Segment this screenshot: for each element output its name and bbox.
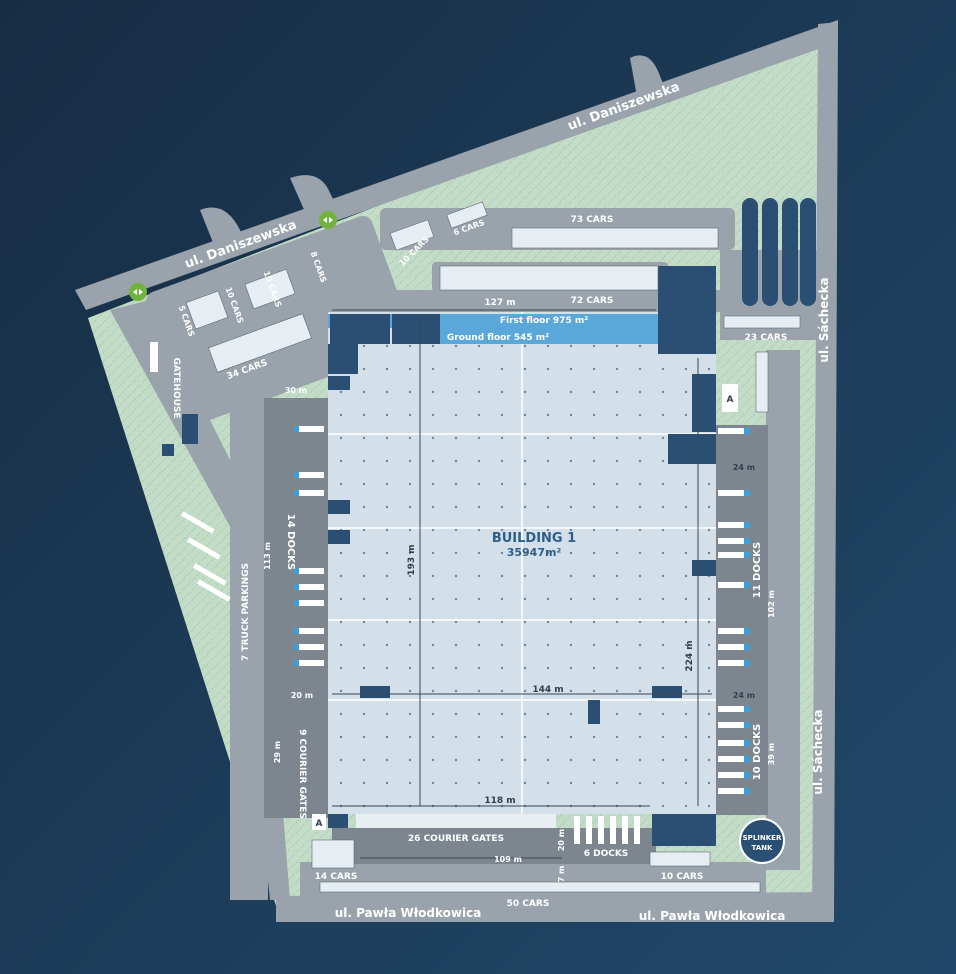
parking-23 [723, 315, 801, 329]
marker-a-right: A [727, 395, 734, 405]
parking-lots [185, 201, 801, 893]
truck-parking-bays [180, 511, 231, 602]
dim-width-top: 127 m [484, 298, 515, 308]
parking-10-bottom [649, 851, 711, 867]
dim-left-yard-mid: 20 m [291, 691, 313, 700]
street-sacheck-top: ul. Sáchecka [817, 277, 831, 362]
ground-floor-label: Ground floor 545 m² [447, 333, 549, 343]
building-name: BUILDING 1 [492, 531, 576, 546]
docks-bottom [574, 816, 640, 844]
road-upper-lot [146, 215, 414, 425]
building-grid-lines [328, 312, 716, 814]
yard-left [264, 398, 334, 818]
parking-lot-upper-b [244, 268, 296, 310]
dimension-lines [332, 309, 712, 859]
parking-73 [511, 227, 719, 249]
road-ring-left [230, 360, 268, 900]
sprinkler-tank-icon [739, 818, 785, 864]
truck-parking-label: 7 TRUCK PARKINGS [241, 563, 251, 661]
docks-right-lower-label: 10 DOCKS [752, 724, 763, 781]
tank-rows [742, 198, 816, 306]
courier-gates-bottom-label: 26 COURIER GATES [408, 834, 504, 844]
dim-height-right: 224 m [685, 640, 695, 671]
dim-right-yard-lower: 39 m [767, 743, 776, 765]
docks-left-label: 14 DOCKS [285, 514, 296, 571]
office-block-right [658, 266, 716, 354]
gate-barrier [150, 342, 158, 372]
dim-width-bottom: 118 m [484, 796, 515, 806]
gate-icon-2 [319, 211, 337, 229]
street-wlodkowica-right: ul. Pawła Włodkowica [639, 909, 786, 923]
dim-right-yard-mid: 24 m [733, 691, 755, 700]
parking-10-bottom-label: 10 CARS [661, 872, 704, 882]
office-block-2 [392, 314, 440, 344]
parking-72-label: 72 CARS [571, 296, 614, 306]
parking-34 [208, 313, 312, 373]
gatehouse-label: GATEHOUSE [171, 357, 181, 418]
parking-right-vertical [755, 351, 769, 413]
service-boxes [328, 344, 716, 846]
office-block-1 [330, 314, 390, 344]
parking-14-label: 14 CARS [315, 872, 358, 882]
marker-a-left-box [312, 814, 326, 830]
sprinkler-label-2: TANK [752, 844, 774, 852]
dim-left-yard-length: 113 m [263, 542, 272, 570]
parking-14 [311, 839, 355, 869]
parking-72 [439, 265, 659, 291]
marker-a-left: A [316, 819, 323, 829]
street-sacheck-bottom: ul. Sáchecka [811, 709, 825, 794]
road-bump-3 [630, 55, 668, 102]
office-ground-floor [440, 328, 658, 344]
parking-lot-upper-a [185, 290, 229, 330]
gatehouse-small [162, 444, 174, 456]
dim-courier-yard: 29 m [273, 741, 282, 763]
street-wlodkowica-left: ul. Pawła Włodkowica [335, 906, 482, 920]
courier-gates-left-label: 9 COURIER GATES [297, 729, 307, 819]
parking-50 [319, 881, 761, 893]
dim-courier-bottom: 20 m [557, 829, 566, 851]
gate-icon-1 [129, 283, 147, 301]
docks-bottom-label: 6 DOCKS [584, 849, 629, 859]
courier-gate-strip [356, 814, 556, 828]
building-grid-dots [334, 340, 714, 810]
marker-a-right-box [722, 384, 738, 412]
dim-bottom-gap: 7 m [557, 866, 566, 883]
parking-50-label: 50 CARS [507, 899, 550, 909]
dim-courier-width: 109 m [494, 855, 522, 864]
gatehouse-block [182, 414, 198, 444]
road-bump-1 [200, 207, 250, 260]
parking-lot-10 [389, 219, 435, 251]
road-top-band [330, 290, 730, 312]
road-bottom [276, 892, 834, 922]
sprinkler-label-1: SPLINKER [743, 834, 782, 842]
docks-left [294, 426, 324, 666]
dim-width-mid: 144 m [532, 685, 563, 695]
dim-left-yard-top: 30 m [285, 386, 307, 395]
road-right-edge [812, 22, 838, 920]
docks-right [718, 428, 750, 794]
parking-23-label: 23 CARS [745, 333, 788, 343]
parking-lot-8 [446, 201, 488, 229]
road-ring-right [766, 350, 800, 870]
parking-73-label: 73 CARS [571, 215, 614, 225]
docks-right-upper-label: 11 DOCKS [752, 542, 763, 599]
dim-right-yard-length: 102 m [767, 590, 776, 618]
dim-height-left: 193 m [407, 544, 417, 575]
building-area: 35947m² [507, 546, 562, 559]
first-floor-label: First floor 975 m² [500, 316, 588, 326]
dim-right-yard-top: 24 m [733, 463, 755, 472]
